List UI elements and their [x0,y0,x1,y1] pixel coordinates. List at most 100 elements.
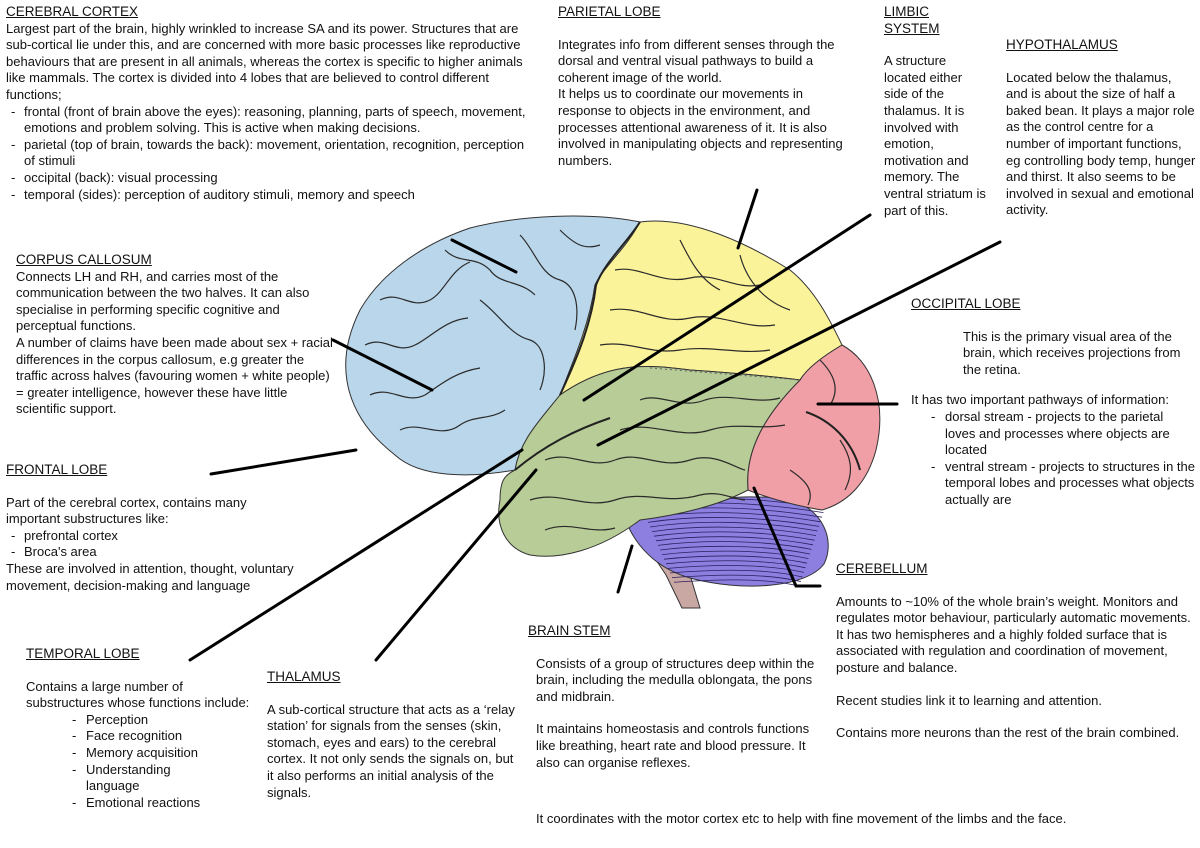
sulcus-line [739,254,791,311]
cerebellum-fold [661,550,809,559]
pointer-hypothalamus [596,240,1002,447]
sulcus-line [364,317,469,349]
lateral-fissure [514,417,611,471]
cerebellum-fold [647,517,820,527]
occipital-lobe-list: dorsal stream - projects to the parietal… [911,409,1197,509]
cerebellum-text-3: Contains more neurons than the rest of t… [836,725,1180,741]
list-item: parietal (top of brain, towards the back… [6,137,534,170]
cerebellum-fold [673,579,800,587]
cerebellum-fold [659,545,811,555]
brain-stem-block: BRAIN STEM Consists of a group of struct… [528,623,818,771]
list-item: occipital (back): visual processing [6,170,534,187]
frontal-lobe-text-2: These are involved in attention, thought… [6,560,294,593]
sulcus-line [819,359,836,406]
list-item: prefrontal cortex [6,528,302,545]
cerebellum-text-1: Amounts to ~10% of the whole brain’s wei… [836,593,1191,675]
list-item: temporal (sides): perception of auditory… [6,187,534,204]
cerebellum-block: CEREBELLUM Amounts to ~10% of the whole … [836,561,1198,742]
lobe-boundary-dotted [649,367,801,381]
frontal-lobe-text-1: Part of the cerebral cortex, contains ma… [6,494,247,527]
occipital-lobe-title: OCCIPITAL LOBE [911,296,1021,311]
thalamus-text: A sub-cortical structure that acts as a … [267,701,515,800]
sulcus-line [479,299,545,391]
sulcus-line [544,525,616,531]
temporal-lobe-text: Contains a large number of substructures… [26,678,250,711]
cerebellum-fold [671,574,802,582]
cerebellum-fold [653,531,815,541]
sulcus-line [609,308,776,327]
cerebellum-fold [665,560,806,569]
cerebral-cortex-list: frontal (front of brain above the eyes):… [6,104,534,204]
cerebellum-fold [655,536,814,546]
limbic-system-text: A structure located either side of the t… [884,53,986,218]
list-item: ventral stream - projects to structures … [911,459,1197,509]
footer-note: It coordinates with the motor cortex etc… [536,811,1067,826]
brain-stem-text-2: It maintains homeostasis and controls fu… [536,721,810,770]
sulcus-line [619,424,786,434]
cerebellum-fold [649,521,818,532]
cerebral-cortex-block: CEREBRAL CORTEX Largest part of the brai… [6,4,534,203]
sulcus-line [399,409,506,432]
frontal-lobe-block: FRONTAL LOBE Part of the cerebral cortex… [6,462,302,594]
sulcus-line [614,268,761,287]
temporal-lobe-list: Perception Face recognition Memory acqui… [26,712,250,812]
sulcus-line [599,343,771,353]
parietal-lobe-block: PARIETAL LOBE Integrates info from diffe… [558,4,858,169]
pointer-thalamus [374,468,538,662]
sulci [364,229,852,531]
sulcus-line [789,469,811,506]
pointer-lines [188,188,1002,662]
cerebellum-text-2: Recent studies link it to learning and a… [836,692,1102,708]
pointer-limbic-system [582,213,872,402]
sulcus-line [529,493,746,504]
pointer-cerebral-cortex [450,238,518,274]
limbic-system-block: LIMBIC SYSTEM A structure located either… [884,4,988,219]
list-item: frontal (front of brain above the eyes):… [6,104,534,137]
corpus-callosum-text-2: A number of claims have been made about … [16,334,333,417]
list-item: Face recognition [26,728,250,745]
temporal-lobe-block: TEMPORAL LOBE Contains a large number of… [26,646,250,811]
cerebellum-title: CEREBELLUM [836,561,928,576]
list-item: Memory acquisition [26,745,250,762]
limbic-system-title-1: LIMBIC [884,4,930,19]
sulcus-line [379,261,471,304]
thalamus-block: THALAMUS A sub-cortical structure that a… [267,669,517,801]
pointer-parietal-lobe [736,188,759,250]
sulcus-line [369,367,481,399]
occipital-sulcus [805,411,861,471]
cerebellum-fold [663,555,808,564]
cerebellum-fold [657,541,812,550]
sulcus-line [444,249,536,296]
sulcus-line [559,229,601,248]
pointer-temporal-lobe [188,448,524,662]
sulcus-line [839,439,852,491]
hypothalamus-block: HYPOTHALAMUS Located below the thalamus,… [1006,37,1196,219]
hypothalamus-text: Located below the thalamus, and is about… [1006,69,1196,218]
pointer-corpus-callosum [331,338,434,392]
brain-stem-text-1: Consists of a group of structures deep w… [536,655,815,704]
list-item: Perception [26,712,250,729]
list-item: Understanding language [26,762,250,795]
limbic-system-title-2: SYSTEM [884,20,940,36]
corpus-callosum-block: CORPUS CALLOSUM Connects LH and RH, and … [16,252,336,418]
cerebral-cortex-title: CEREBRAL CORTEX [6,4,139,19]
occipital-lobe-text-1: This is the primary visual area of the b… [963,328,1181,377]
cerebellum-fold [651,526,817,536]
temporal-lobe-region [498,365,802,557]
list-item: Broca's area [6,544,302,561]
sulcus-line [544,456,746,471]
frontal-lobe-title: FRONTAL LOBE [6,462,108,477]
pointer-cerebellum [752,486,822,588]
parietal-lobe-title: PARIETAL LOBE [558,4,661,19]
central-sulcus [559,221,641,396]
brain-stem-title: BRAIN STEM [528,623,611,638]
thalamus-title: THALAMUS [267,669,341,684]
hypothalamus-title: HYPOTHALAMUS [1006,37,1118,52]
corpus-callosum-title: CORPUS CALLOSUM [16,252,152,267]
temporal-lobe-title: TEMPORAL LOBE [26,646,140,661]
occipital-lobe-text-2: It has two important pathways of informa… [911,392,1169,408]
sulcus-line [679,239,721,291]
list-item: Emotional reactions [26,795,250,812]
pointer-frontal-lobe [209,448,358,476]
